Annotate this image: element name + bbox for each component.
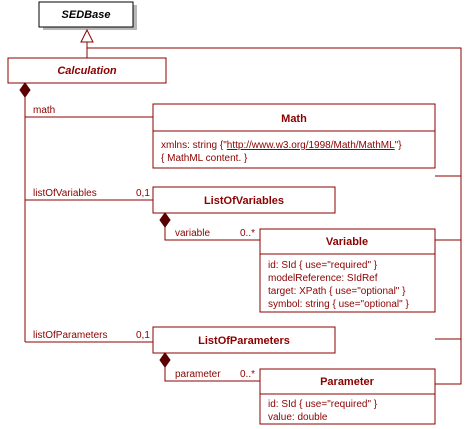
parameter-multiplicity: 0..* xyxy=(240,369,255,380)
class-math: Math xmlns: string {"http://www.w3.org/1… xyxy=(152,103,436,169)
shared-generalization-line xyxy=(87,47,462,385)
math-attr-xmlns-link[interactable]: http://www.w3.org/1998/Math/MathML xyxy=(227,140,395,151)
sedbase-box xyxy=(38,1,134,28)
variable-attr-modelreference: modelReference: SIdRef xyxy=(268,273,378,284)
math-attr-content: { MathML content. } xyxy=(161,153,248,164)
sedbase-name: SEDBase xyxy=(62,9,111,21)
class-sedbase: SEDBase xyxy=(38,1,137,30)
math-box xyxy=(152,103,436,169)
listofparameters-composition-diamond xyxy=(159,352,171,368)
math-attr-xmlns-suffix: "} xyxy=(395,140,403,151)
parameter-name: Parameter xyxy=(320,376,375,388)
math-role-label: math xyxy=(33,105,55,116)
listofparameters-name: ListOfParameters xyxy=(198,335,290,347)
class-listofparameters: ListOfParameters xyxy=(152,326,336,354)
variable-attr-symbol: symbol: string { use="optional" } xyxy=(268,299,409,310)
parameter-box xyxy=(259,368,436,425)
math-attr-xmlns-prefix: xmlns: string {" xyxy=(161,140,227,151)
calculation-name: Calculation xyxy=(57,65,117,77)
listofvariables-name: ListOfVariables xyxy=(204,195,284,207)
math-name: Math xyxy=(281,113,307,125)
parameter-association-line xyxy=(164,367,260,382)
class-parameter: Parameter id: SId { use="required" } val… xyxy=(259,368,436,425)
parameter-attr-value: value: double xyxy=(268,412,328,423)
variable-attr-target: target: XPath { use="optional" } xyxy=(268,286,406,297)
generalization-arrowhead xyxy=(80,28,94,43)
variable-association-line xyxy=(164,227,260,241)
variable-role-label: variable xyxy=(175,228,210,239)
calculation-composition-diamond xyxy=(19,82,31,98)
calculation-box xyxy=(7,57,167,84)
variable-multiplicity: 0..* xyxy=(240,228,255,239)
generalization-lines xyxy=(80,28,462,385)
class-calculation: Calculation xyxy=(7,57,167,84)
math-attr-xmlns: xmlns: string {"http://www.w3.org/1998/M… xyxy=(161,140,402,151)
listofvariables-role-label: listOfVariables xyxy=(33,188,97,199)
listofparameters-composition xyxy=(159,352,260,382)
listofparameters-role-label: listOfParameters xyxy=(33,330,107,341)
variable-name: Variable xyxy=(326,236,368,248)
class-listofvariables: ListOfVariables xyxy=(152,186,336,214)
listofparameters-multiplicity: 0,1 xyxy=(136,330,150,341)
listofvariables-composition-diamond xyxy=(159,212,171,228)
variable-box xyxy=(259,228,436,313)
parameter-attr-id: id: SId { use="required" } xyxy=(268,399,378,410)
listofvariables-box xyxy=(152,186,336,214)
class-variable: Variable id: SId { use="required" } mode… xyxy=(259,228,436,313)
variable-attr-id: id: SId { use="required" } xyxy=(268,260,378,271)
parameter-role-label: parameter xyxy=(175,369,221,380)
calculation-compositions xyxy=(19,82,153,343)
listofparameters-box xyxy=(152,326,336,354)
listofvariables-multiplicity: 0,1 xyxy=(136,188,150,199)
listofvariables-composition xyxy=(159,212,260,241)
